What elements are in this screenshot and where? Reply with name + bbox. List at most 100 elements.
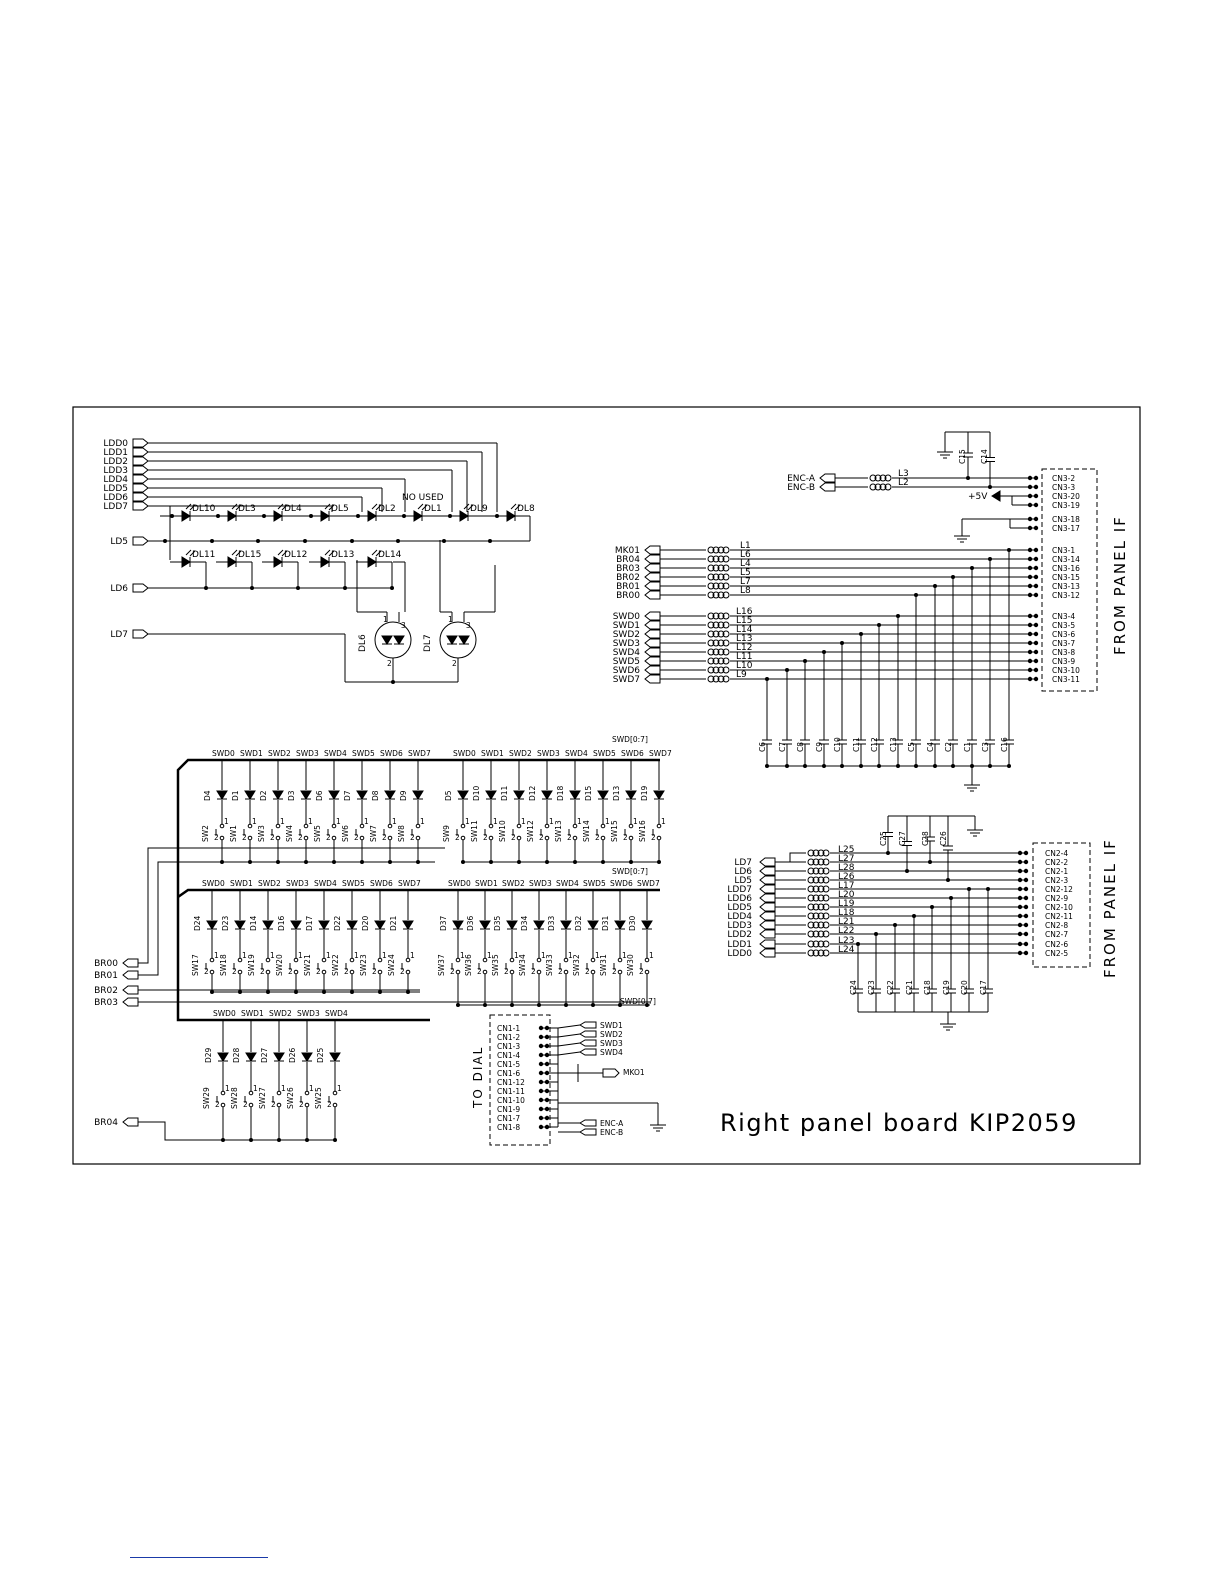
led (367, 503, 382, 522)
swd-column-label: SWD3 (286, 879, 309, 888)
diode-label: D20 (361, 915, 370, 931)
connector-pin-label: CN1-3 (497, 1042, 520, 1051)
pin-label: SWD3 (613, 639, 640, 649)
junction-dot (221, 1138, 225, 1142)
port-connector (759, 939, 776, 949)
switch (244, 1090, 254, 1108)
junction-dot (488, 539, 492, 543)
led (367, 549, 382, 568)
pin-label: 1 (521, 817, 526, 826)
inductor-label: L15 (736, 616, 752, 626)
pin-label: 1 (337, 1084, 342, 1093)
switch (505, 957, 515, 975)
switch-label: SW19 (247, 954, 256, 976)
diode (244, 790, 256, 800)
junction-dot (951, 575, 955, 579)
diode-label: D3 (287, 790, 296, 801)
junction-dot (256, 539, 260, 543)
inductor (707, 612, 730, 620)
inductor (807, 876, 830, 884)
capacitor (985, 432, 995, 487)
pin-label: SWD0 (613, 612, 641, 622)
pin-label: BR03 (94, 998, 118, 1008)
pin-label: 1 (253, 1084, 258, 1093)
pin-label: LDD2 (103, 457, 128, 467)
switch-label: SW7 (369, 825, 378, 842)
capacitor (853, 970, 863, 1012)
pin-label: 1 (514, 951, 519, 960)
inductor (707, 555, 730, 563)
junction-dot (803, 764, 807, 768)
diode-label: D34 (520, 915, 529, 931)
junction-dot (538, 1070, 544, 1076)
diode (217, 1052, 229, 1062)
inductor-label: L12 (736, 643, 752, 653)
swd-column-label: SWD2 (509, 749, 532, 758)
pin-label: 1 (661, 817, 666, 826)
port-connector (644, 581, 661, 591)
wire (176, 758, 660, 1022)
junction-dot (322, 990, 326, 994)
swd-column-label: SWD1 (481, 749, 504, 758)
junction-dot (840, 764, 844, 768)
junction-dot (1027, 640, 1033, 646)
pin-label: 2 (298, 833, 303, 842)
connector-pin-label: CN2-5 (1045, 949, 1068, 958)
diode (262, 920, 274, 930)
junction-dot (822, 650, 826, 654)
swd-column-label: SWD3 (529, 879, 552, 888)
junction-dot (1033, 475, 1039, 481)
junction-dot (1027, 525, 1033, 531)
junction-dot (456, 1003, 460, 1007)
pin-label: 2 (316, 967, 321, 976)
port-connector (644, 620, 661, 630)
led-label: DL13 (331, 550, 354, 560)
pin-label: BR02 (616, 573, 640, 583)
junction-dot (1017, 913, 1023, 919)
port-connector (819, 473, 836, 483)
pin-label: 1 (568, 951, 573, 960)
junction-dot (1027, 649, 1033, 655)
inductor-label: L4 (740, 559, 751, 569)
pin-label: LDD5 (727, 903, 752, 913)
junction-dot (912, 914, 916, 918)
junction-dot (210, 990, 214, 994)
cap-label: C22 (886, 980, 895, 995)
connector-pin-label: CN2-3 (1045, 876, 1068, 885)
inductor (807, 903, 830, 911)
junction-dot (1033, 502, 1039, 508)
pin-label: SWD1 (613, 621, 640, 631)
footer-rule (130, 1557, 268, 1558)
junction-dot (1023, 877, 1029, 883)
pin-label: LD6 (734, 867, 752, 877)
pin-label: 1 (595, 951, 600, 960)
connector-cn3-box (1041, 468, 1098, 692)
pin-label: 1 (281, 1084, 286, 1093)
connector-pin-label: CN3-12 (1052, 591, 1080, 600)
cap-label: C5 (907, 742, 916, 752)
pin-label: 1 (493, 817, 498, 826)
port-connector (644, 629, 661, 639)
bus-label: SWD[0:7] (612, 867, 648, 876)
pin-label: 2 (204, 967, 209, 976)
junction-dot (402, 514, 406, 518)
switch (272, 1090, 282, 1108)
diode (458, 635, 470, 645)
inductor-label: L22 (838, 926, 854, 936)
capacitor (893, 718, 903, 766)
ground-symbol (964, 784, 980, 792)
switch-label: SW32 (572, 954, 581, 976)
cap-label: C6 (758, 742, 767, 752)
wire (557, 1042, 581, 1047)
switch (383, 823, 393, 841)
junction-dot (928, 860, 932, 864)
led (459, 503, 474, 522)
cap-label: C23 (867, 980, 876, 995)
junction-dot (220, 860, 224, 864)
wires (138, 431, 1036, 1141)
swd-column-label: SWD4 (314, 879, 337, 888)
junction-dot (305, 1138, 309, 1142)
connector-pin-label: CN3-15 (1052, 573, 1080, 582)
junction-dot (1033, 484, 1039, 490)
